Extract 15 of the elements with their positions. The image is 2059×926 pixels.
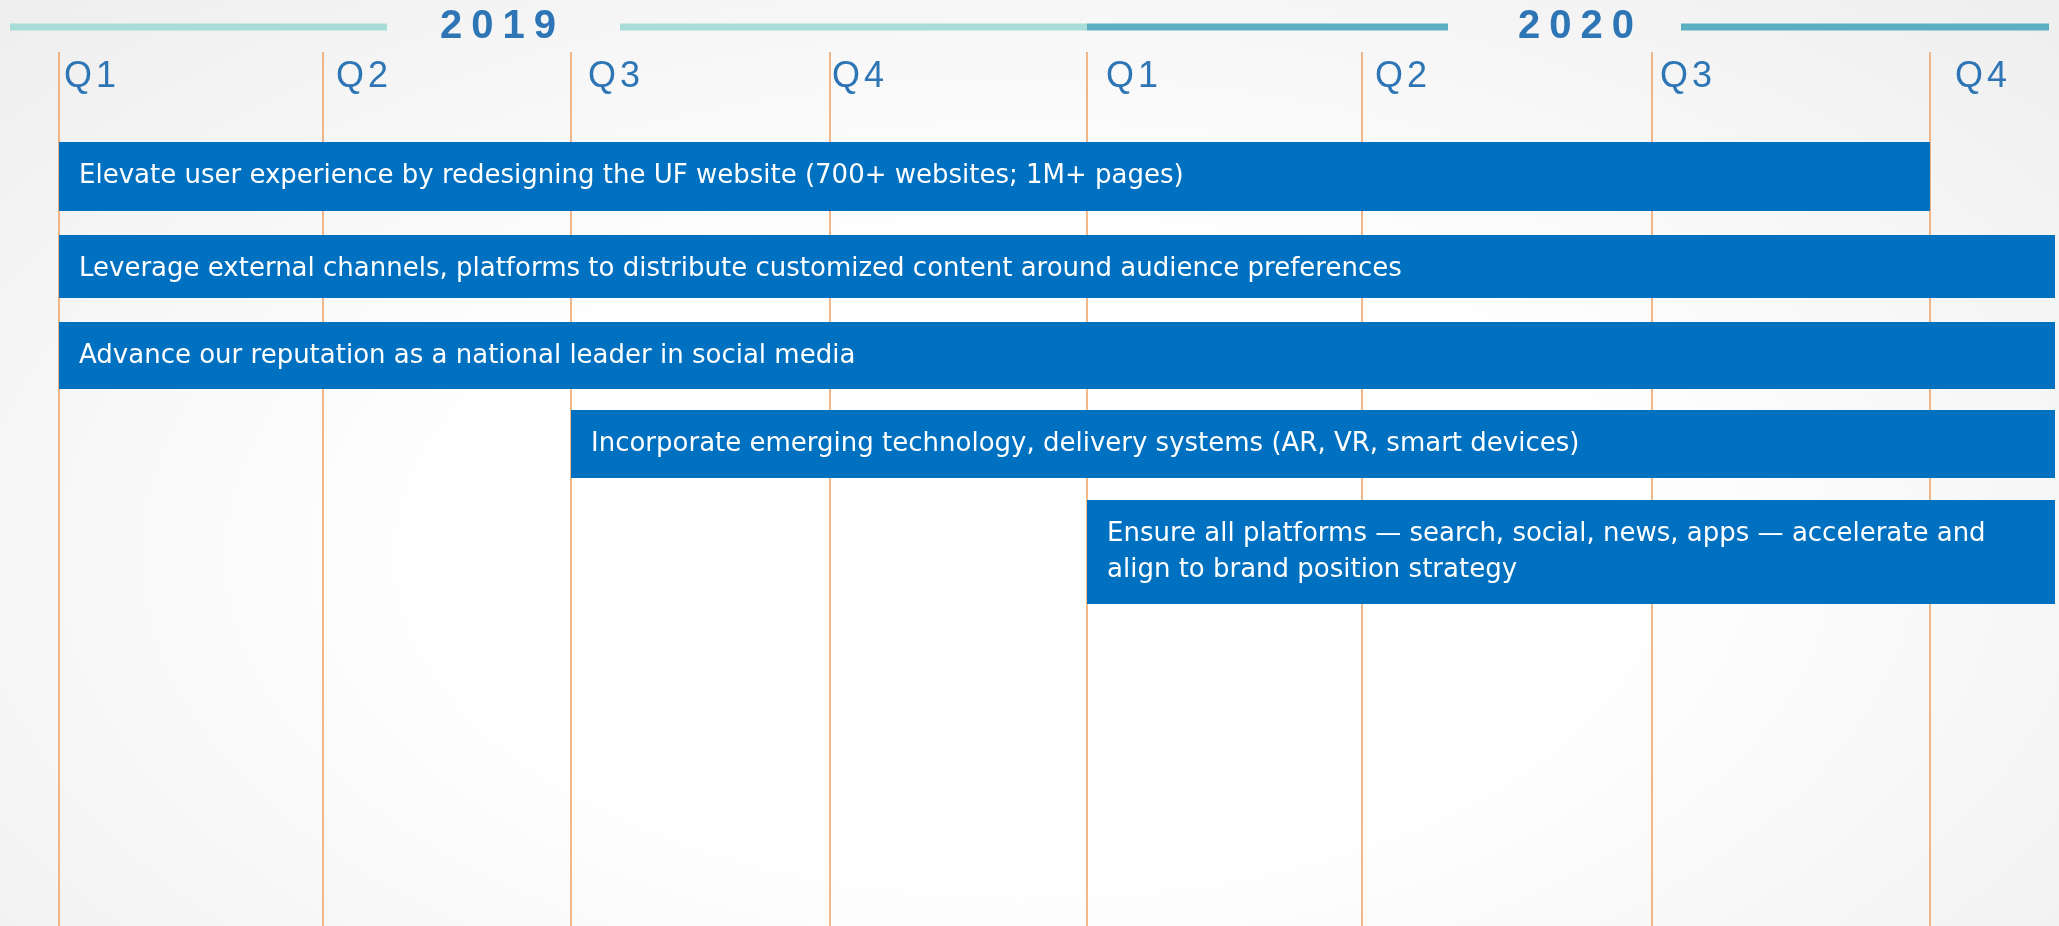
year-label: 2019: [440, 2, 565, 47]
timeline-bar: Elevate user experience by redesigning the UF website (700+ websites; 1M+ pages): [59, 142, 1930, 211]
timeline-bar: Ensure all platforms — search, social, news, apps — accelerate and align to brand position strategy: [1087, 500, 2055, 604]
timeline-bar: Incorporate emerging technology, delivery systems (AR, VR, smart devices): [571, 410, 2055, 478]
quarter-label: Q3: [588, 54, 645, 96]
quarter-label: Q3: [1660, 54, 1717, 96]
quarter-label: Q4: [1955, 54, 2012, 96]
timeline-bar: Advance our reputation as a national leader in social media: [59, 322, 2055, 389]
timeline-bar: Leverage external channels, platforms to distribute customized content around audience preferences: [59, 235, 2055, 298]
quarter-label: Q1: [64, 54, 121, 96]
quarter-label: Q4: [832, 54, 889, 96]
year-label: 2020: [1518, 2, 1643, 47]
quarter-label: Q2: [1375, 54, 1432, 96]
quarter-label: Q1: [1106, 54, 1163, 96]
quarter-label: Q2: [336, 54, 393, 96]
